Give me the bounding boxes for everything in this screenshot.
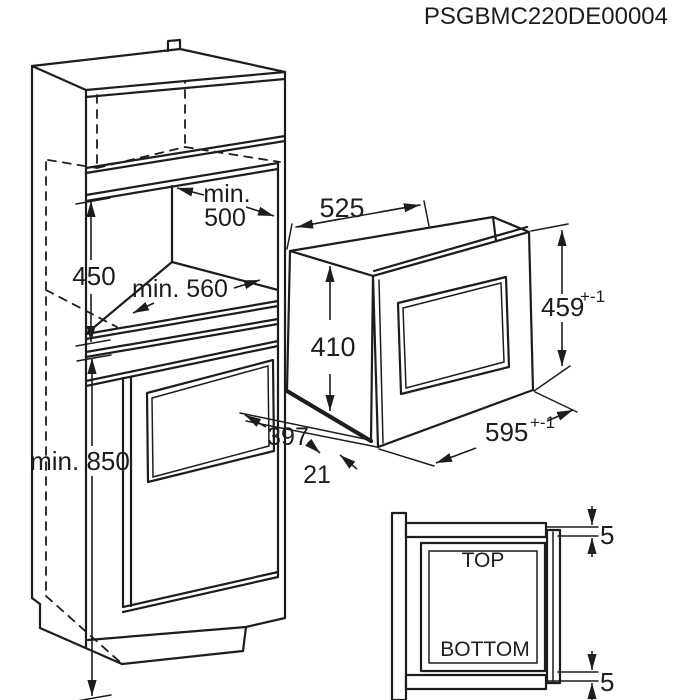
- dim-niche-width-line1: min.: [203, 180, 250, 208]
- cabinet-hidden-edges: [45, 74, 281, 663]
- dim-frame-height-tolerance: +-1: [580, 287, 605, 306]
- dim-frame-width: 595: [485, 417, 528, 447]
- cabinet-drawing: [30, 38, 287, 666]
- dim-body-depth: 397: [267, 423, 309, 451]
- cabinet-niche: [84, 161, 280, 341]
- dim-niche-depth: min. 560: [132, 275, 228, 303]
- section-bottom-shelf: [404, 673, 548, 691]
- dim-frame-overlap: 21: [303, 461, 331, 489]
- microwave-door-window: [396, 275, 511, 396]
- cabinet-plinth: [244, 616, 287, 629]
- section-detail-view: TOP BOTTOM 5 5: [390, 506, 614, 700]
- section-cabinet-side: [390, 511, 408, 700]
- cabinet-top-face: [30, 47, 287, 92]
- dim-min-height: min. 850: [30, 446, 130, 476]
- dim-bottom-clearance: 5: [600, 667, 614, 697]
- cabinet-back-post: [166, 38, 182, 53]
- dim-top-clearance: 5: [600, 520, 614, 550]
- appliance-dimension-annotations: 525 410 397 21 459 +-1 595 +-1: [244, 193, 605, 489]
- dim-body-height: 410: [310, 332, 355, 362]
- section-top-label: TOP: [462, 549, 505, 572]
- dim-niche-height: 450: [72, 261, 115, 291]
- section-bottom-label: BOTTOM: [440, 638, 529, 661]
- dim-frame-width-tolerance: +-1: [530, 413, 555, 432]
- cabinet-carcass: [30, 38, 287, 666]
- dim-niche-width-line2: 500: [204, 204, 246, 232]
- dim-body-width: 525: [319, 193, 364, 223]
- section-appliance-body: [419, 541, 547, 673]
- cabinet-dimension-annotations: 450 min. 850 min. 500 min. 560: [30, 180, 275, 700]
- section-top-shelf: [404, 521, 548, 539]
- cabinet-lower-front: [84, 317, 287, 666]
- document-number: PSGBMC220DE00004: [424, 3, 668, 30]
- microwave-drawing: [239, 215, 535, 449]
- dim-frame-height: 459: [541, 292, 584, 322]
